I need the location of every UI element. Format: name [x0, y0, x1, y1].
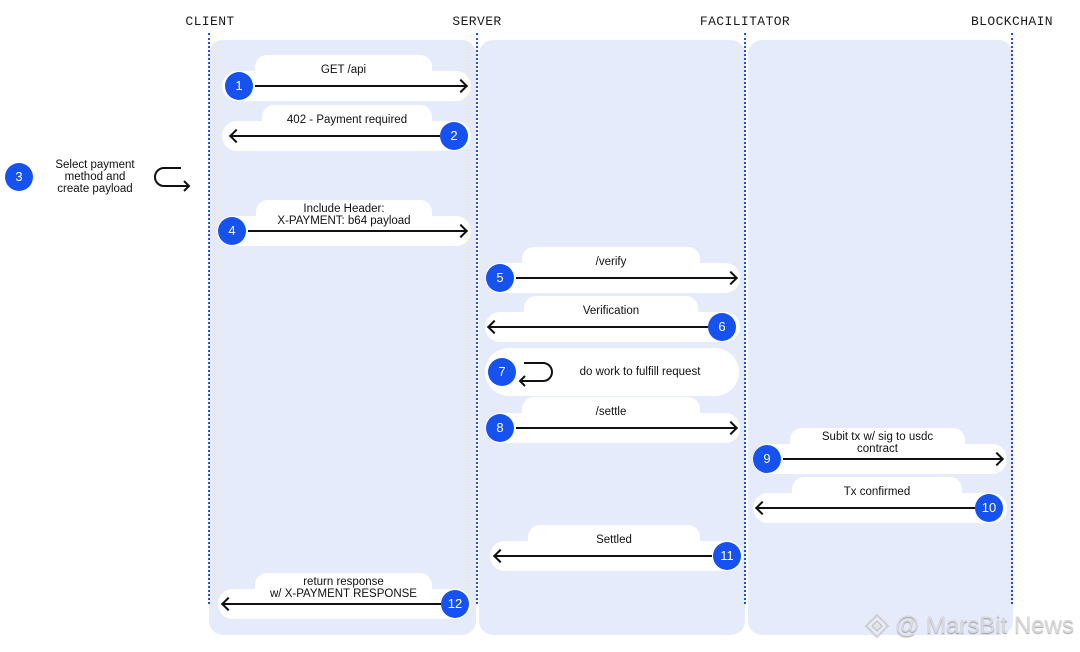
arrow-right-icon	[255, 85, 467, 87]
step-2: 402 - Payment required 2	[222, 105, 471, 151]
step-label-line: X-PAYMENT: b64 payload	[277, 215, 411, 227]
lane-header-blockchain: BLOCKCHAIN	[970, 14, 1053, 29]
arrow-right-icon	[516, 277, 737, 279]
step-11: Settled 11	[490, 525, 743, 571]
step-label-line: Verification	[582, 305, 640, 317]
step-label-line: method and	[64, 171, 126, 183]
arrow-left-icon	[230, 135, 440, 137]
step-label-tab	[528, 525, 700, 551]
step-label-line: create payload	[57, 183, 133, 195]
step-8: /settle 8	[485, 397, 740, 443]
step-number-badge: 9	[753, 445, 781, 473]
step-label-tab	[524, 296, 698, 322]
step-7: 7 do work to fulfill request	[485, 348, 739, 396]
step-label: Subit tx w/ sig to usdc contract	[790, 431, 965, 455]
step-number-badge: 3	[5, 163, 33, 191]
step-label-line: return response	[303, 576, 384, 588]
step-label: Verification	[524, 305, 698, 317]
marsbit-logo-icon	[864, 613, 890, 639]
step-label-line: /verify	[595, 256, 627, 268]
step-label: /verify	[522, 256, 700, 268]
step-3: 3 Select payment method and create paylo…	[1, 152, 200, 201]
step-label-line: contract	[857, 443, 898, 455]
step-5: /verify 5	[485, 247, 740, 293]
step-label-line: 402 - Payment required	[286, 114, 408, 126]
lane-header-facilitator: FACILITATOR	[699, 14, 791, 29]
step-label-tab	[522, 247, 700, 273]
step-label-line: /settle	[595, 406, 627, 418]
step-number-badge: 1	[225, 72, 253, 100]
step-number-badge: 8	[486, 414, 514, 442]
step-label-tab	[790, 428, 965, 454]
step-label: do work to fulfill request	[555, 366, 725, 378]
watermark: @ MarsBit News	[864, 612, 1074, 640]
step-number-badge: 5	[486, 264, 514, 292]
step-label: 402 - Payment required	[262, 114, 432, 126]
loop-arrow-icon	[518, 362, 553, 387]
step-label-tab	[255, 573, 432, 599]
step-number-badge: 2	[440, 122, 468, 150]
step-label-line: Subit tx w/ sig to usdc	[821, 431, 934, 443]
step-number-badge: 11	[713, 542, 741, 570]
step-label-tab	[792, 477, 962, 503]
step-label-tab	[262, 105, 432, 131]
lifeline-client	[208, 33, 210, 604]
arrow-left-icon	[222, 603, 441, 605]
step-label-line: GET /api	[320, 64, 367, 76]
step-label: return response w/ X-PAYMENT RESPONSE	[255, 576, 432, 600]
arrow-right-icon	[516, 427, 737, 429]
loop-arrow-icon	[154, 167, 191, 192]
step-label-line: w/ X-PAYMENT RESPONSE	[270, 588, 417, 600]
step-number-badge: 10	[975, 494, 1003, 522]
lane-panel-facilitator	[748, 40, 1013, 635]
step-label: GET /api	[255, 64, 432, 76]
step-10: Tx confirmed 10	[753, 477, 1007, 523]
step-label-tab	[255, 55, 432, 81]
step-label-tab	[256, 200, 432, 226]
step-label-line: Settled	[596, 534, 632, 546]
arrow-right-icon	[248, 230, 467, 232]
arrow-right-icon	[783, 458, 1003, 460]
step-label: Tx confirmed	[792, 486, 962, 498]
lifeline-facilitator	[744, 33, 746, 604]
lane-header-client: CLIENT	[185, 14, 235, 29]
arrow-left-icon	[494, 555, 712, 557]
lifeline-blockchain	[1011, 33, 1013, 604]
step-1: GET /api 1	[222, 55, 471, 101]
step-label-line: Include Header:	[303, 203, 385, 215]
step-label-line: Select payment	[55, 159, 135, 171]
arrow-left-icon	[756, 507, 975, 509]
step-label-line: Tx confirmed	[843, 486, 911, 498]
arrow-left-icon	[488, 326, 708, 328]
step-number-badge: 4	[218, 217, 246, 245]
step-label: Select payment method and create payload	[40, 159, 150, 195]
step-number-badge: 12	[441, 590, 469, 618]
step-label-line: do work to fulfill request	[579, 366, 701, 378]
step-6: Verification 6	[485, 296, 740, 342]
step-9: Subit tx w/ sig to usdc contract 9	[753, 428, 1007, 474]
step-4: Include Header: X-PAYMENT: b64 payload 4	[217, 200, 471, 246]
step-number-badge: 6	[708, 313, 736, 341]
step-label: /settle	[522, 406, 700, 418]
step-12: return response w/ X-PAYMENT RESPONSE 12	[218, 573, 471, 619]
step-number-badge: 7	[488, 358, 516, 386]
lane-header-server: SERVER	[452, 14, 502, 29]
watermark-text: @ MarsBit News	[894, 612, 1074, 639]
step-label-tab	[522, 397, 700, 423]
step-label: Include Header: X-PAYMENT: b64 payload	[256, 203, 432, 227]
lifeline-server	[476, 33, 478, 604]
step-label: Settled	[528, 534, 700, 546]
